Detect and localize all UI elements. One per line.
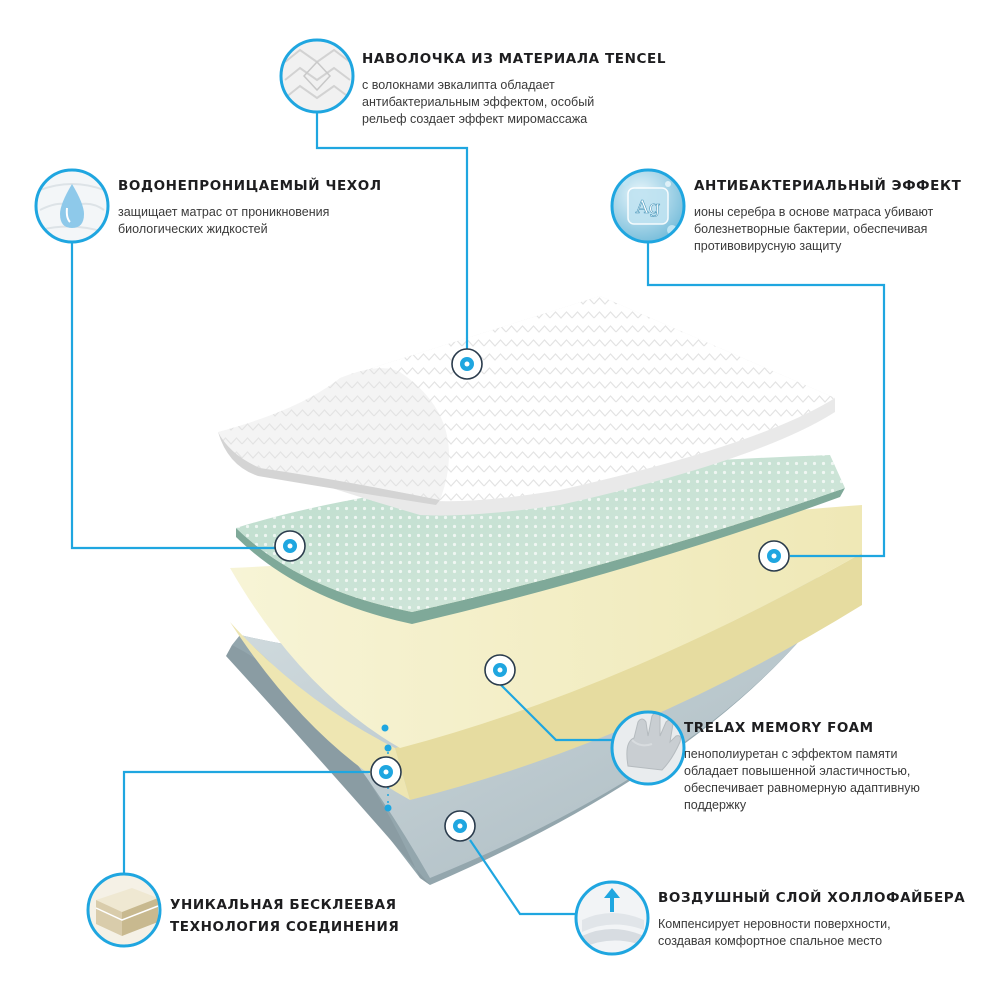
feature-waterproof: ВОДОНЕПРОНИЦАЕМЫЙ ЧЕХОЛ защищает матрас …: [118, 178, 382, 238]
silver-ag-icon: Ag: [610, 168, 686, 244]
feature-antibacterial: АНТИБАКТЕРИАЛЬНЫЙ ЭФФЕКТ ионы серебра в …: [694, 178, 961, 255]
hand-imprint-icon: [610, 710, 686, 786]
feature-title: АНТИБАКТЕРИАЛЬНЫЙ ЭФФЕКТ: [694, 178, 962, 194]
feature-hollofiber: ВОЗДУШНЫЙ СЛОЙ ХОЛЛОФАЙБЕРА Компенсирует…: [658, 890, 965, 950]
joint-dots: [381, 724, 392, 812]
feature-title-line-1: УНИКАЛЬНАЯ БЕСКЛЕЕВАЯ: [170, 897, 397, 913]
airflow-icon: [574, 880, 650, 956]
feature-description: Компенсирует неровности поверхности, соз…: [658, 917, 891, 948]
feature-title-line-2: ТЕХНОЛОГИЯ СОЕДИНЕНИЯ: [170, 919, 400, 935]
tencel-cover-layer: [218, 296, 835, 516]
feature-title: ВОДОНЕПРОНИЦАЕМЫЙ ЧЕХОЛ: [118, 178, 382, 194]
fabric-texture-icon: [279, 38, 355, 114]
feature-memory-foam: TRELAX MEMORY FOAM пенополиуретан с эффе…: [684, 720, 920, 814]
feature-tencel: НАВОЛОЧКА ИЗ МАТЕРИАЛА TENCEL с волокнам…: [362, 51, 666, 128]
feature-description: пенополиуретан с эффектом памяти обладае…: [684, 747, 920, 812]
feature-description: защищает матрас от проникновения биологи…: [118, 205, 330, 236]
feature-glueless: УНИКАЛЬНАЯ БЕСКЛЕЕВАЯ ТЕХНОЛОГИЯ СОЕДИНЕ…: [170, 894, 399, 938]
marker-memory-foam[interactable]: [484, 654, 516, 686]
feature-description: ионы серебра в основе матраса убивают бо…: [694, 205, 934, 253]
layered-block-icon: [86, 872, 162, 948]
marker-glueless[interactable]: [370, 756, 402, 788]
feature-title: НАВОЛОЧКА ИЗ МАТЕРИАЛА TENCEL: [362, 51, 667, 67]
feature-title: TRELAX MEMORY FOAM: [684, 720, 874, 736]
marker-antibacterial[interactable]: [758, 540, 790, 572]
marker-tencel[interactable]: [451, 348, 483, 380]
water-drop-icon: [34, 168, 110, 244]
feature-title: ВОЗДУШНЫЙ СЛОЙ ХОЛЛОФАЙБЕРА: [658, 890, 966, 906]
marker-hollofiber[interactable]: [444, 810, 476, 842]
callout-lines: [70, 112, 886, 916]
feature-description: с волокнами эвкалипта обладает антибакте…: [362, 78, 595, 126]
svg-text:Ag: Ag: [635, 197, 661, 218]
marker-waterproof[interactable]: [274, 530, 306, 562]
